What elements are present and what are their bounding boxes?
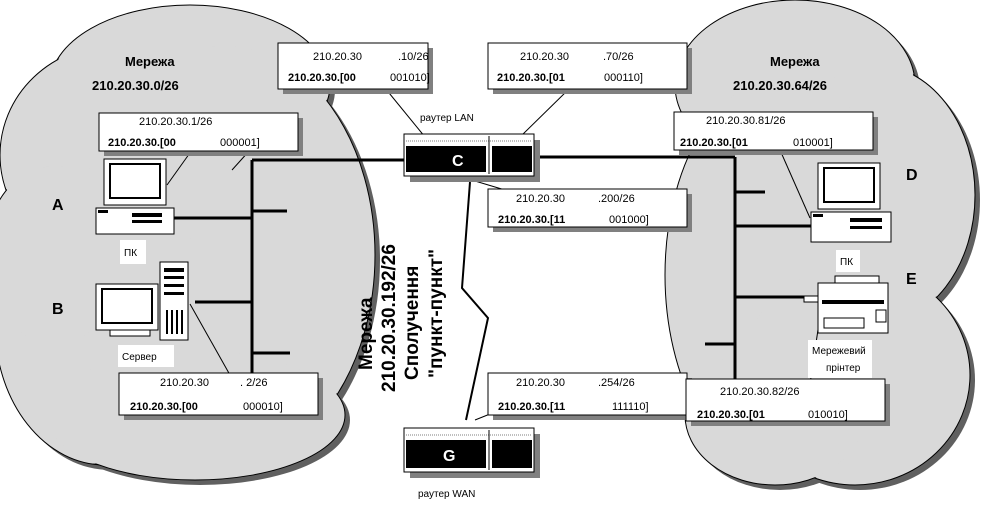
address-box-pc-a: 210.20.30.1/26 210.20.30.[00 000001] xyxy=(98,112,303,156)
pc-left-label: ПК xyxy=(124,248,137,259)
box-bin-suffix: 000001] xyxy=(220,137,260,149)
pc-left-label-bg xyxy=(120,240,146,264)
server-label-bg xyxy=(118,345,174,367)
node-e: E xyxy=(906,271,917,288)
box-bin-prefix: 210.20.30.[00 xyxy=(288,72,356,84)
box-bin-prefix: 210.20.30.[00 xyxy=(108,137,176,149)
address-box-top-right: 210.20.30 .70/26 210.20.30.[01 000110] xyxy=(487,42,692,94)
left-network-title: Мережа xyxy=(125,54,175,69)
pc-right-label: ПК xyxy=(840,257,853,268)
router-lan: C xyxy=(403,133,540,182)
box-dec-suffix: .254/26 xyxy=(598,377,635,389)
router-g-letter: G xyxy=(443,448,455,465)
box-dec-prefix: 210.20.30 xyxy=(160,377,209,389)
node-d: D xyxy=(906,167,918,184)
router-wan-label: раутер WAN xyxy=(418,489,475,500)
box-dec-suffix: .200/26 xyxy=(598,193,635,205)
printer-label-2: прінтер xyxy=(826,363,861,374)
pc-right-icon xyxy=(810,162,892,243)
address-box-pc-d: 210.20.30.81/26 210.20.30.[01 010001] xyxy=(673,111,878,155)
box-dec-suffix: .70/26 xyxy=(603,51,634,63)
wan-line-4: "пункт-пункт" xyxy=(426,249,447,378)
router-wan: G xyxy=(403,427,540,478)
box-dec-prefix: 210.20.30 xyxy=(313,51,362,63)
address-box-router-c: 210.20.30 .200/26 210.20.30.[11 001000] xyxy=(487,188,692,232)
wan-type-label: Сполучення xyxy=(402,266,423,380)
router-lan-label: раутер LAN xyxy=(420,113,474,124)
box-bin-prefix: 210.20.30.[11 xyxy=(498,401,565,413)
wan-line-2: 210.20.30.192/26 xyxy=(379,244,400,392)
address-box-printer-e: 210.20.30.82/26 210.20.30.[01 010010] xyxy=(685,378,890,426)
wan-line-1: Мережа xyxy=(356,297,377,370)
box-bin-suffix: 010001] xyxy=(793,137,833,149)
node-b: B xyxy=(52,301,64,318)
box-dec-suffix: .10/26 xyxy=(398,51,429,63)
address-box-top-left: 210.20.30 .10/26 210.20.30.[00 001010] xyxy=(277,42,433,94)
box-dec: 210.20.30.1/26 xyxy=(139,116,212,128)
pc-left-icon xyxy=(95,158,175,235)
server-icon xyxy=(95,261,189,341)
router-c-letter: C xyxy=(452,153,464,170)
left-network-address: 210.20.30.0/26 xyxy=(92,78,179,93)
server-label: Сервер xyxy=(122,352,157,363)
node-a: A xyxy=(52,197,64,214)
box-bin-prefix: 210.20.30.[00 xyxy=(130,401,198,413)
right-network-title: Мережа xyxy=(770,54,820,69)
box-bin-prefix: 210.20.30.[01 xyxy=(697,409,765,421)
right-network-address: 210.20.30.64/26 xyxy=(733,78,827,93)
wan-address-label: 210.20.30.192/26 xyxy=(379,244,400,392)
box-bin-suffix: 001000] xyxy=(609,214,649,226)
box-bin-suffix: 000010] xyxy=(243,401,283,413)
box-bin-prefix: 210.20.30.[01 xyxy=(680,137,748,149)
wan-line-3: Сполучення xyxy=(402,266,423,380)
address-box-router-g: 210.20.30 .254/26 210.20.30.[11 111110] xyxy=(487,372,692,420)
printer-icon xyxy=(803,275,889,334)
box-bin-suffix: 000110] xyxy=(604,72,643,84)
printer-label-1: Мережевий xyxy=(812,346,866,357)
box-dec: 210.20.30.81/26 xyxy=(706,115,786,127)
box-dec-prefix: 210.20.30 xyxy=(520,51,569,63)
printer-label-bg xyxy=(808,340,872,378)
box-dec-prefix: 210.20.30 xyxy=(516,377,565,389)
box-dec-prefix: 210.20.30 xyxy=(516,193,565,205)
wan-network-label: Мережа xyxy=(356,297,377,370)
box-bin-prefix: 210.20.30.[11 xyxy=(498,214,565,226)
box-dec: 210.20.30.82/26 xyxy=(720,386,800,398)
wan-p2p-label: "пункт-пункт" xyxy=(426,249,447,378)
box-dec-suffix: . 2/26 xyxy=(240,377,268,389)
box-bin-prefix: 210.20.30.[01 xyxy=(497,72,565,84)
pc-right-label-bg xyxy=(836,250,860,272)
address-box-server-b: 210.20.30 . 2/26 210.20.30.[00 000010] xyxy=(118,372,323,420)
box-bin-suffix: 001010] xyxy=(390,72,430,84)
box-bin-suffix: 010010] xyxy=(808,409,848,421)
box-bin-suffix: 111110] xyxy=(612,401,649,413)
